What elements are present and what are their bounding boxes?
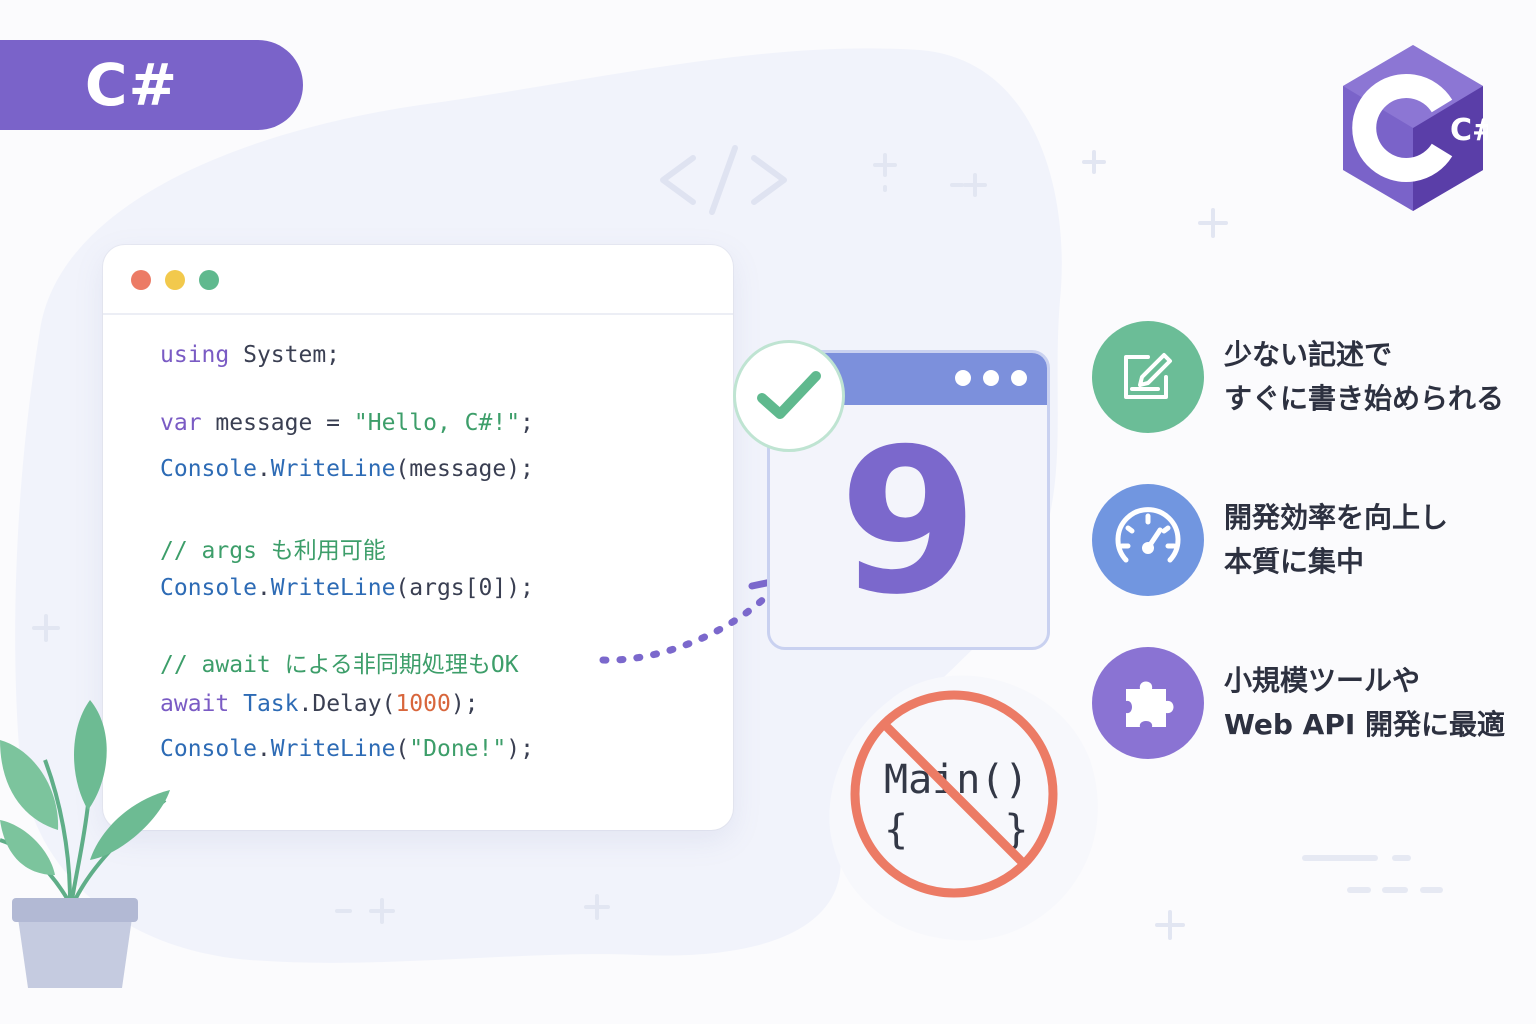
check-icon bbox=[757, 371, 821, 419]
feature-line: Web API 開発に最適 bbox=[1224, 708, 1506, 741]
code-text: . bbox=[256, 456, 271, 482]
code-keyword: var bbox=[160, 410, 202, 436]
window-dot bbox=[955, 370, 971, 386]
code-number: 1000 bbox=[395, 691, 451, 717]
main-method-code: Main(){ } bbox=[884, 755, 1029, 855]
code-keyword: using bbox=[160, 342, 230, 368]
code-class: Console bbox=[160, 575, 257, 601]
code-text: .Delay( bbox=[298, 691, 396, 717]
code-comment: // args も利用可能 bbox=[160, 538, 386, 564]
feature-item: 小規模ツールや Web API 開発に最適 bbox=[1092, 647, 1505, 759]
feature-icon-circle bbox=[1092, 484, 1204, 596]
code-line: await Task.Delay(1000); bbox=[160, 691, 479, 717]
minimize-dot bbox=[165, 270, 185, 290]
code-divider bbox=[103, 313, 733, 315]
check-badge bbox=[733, 340, 845, 452]
feature-icon-circle bbox=[1092, 647, 1204, 759]
plant-icon bbox=[0, 700, 170, 988]
code-text: . bbox=[256, 575, 271, 601]
logo-label: C# bbox=[1450, 113, 1488, 148]
code-string: "Hello, C#!" bbox=[353, 410, 521, 436]
puzzle-icon bbox=[1126, 681, 1174, 727]
feature-icon-circle bbox=[1092, 321, 1204, 433]
code-method: WriteLine bbox=[270, 456, 396, 482]
language-tag: C# bbox=[0, 40, 303, 130]
window-dot bbox=[983, 370, 999, 386]
edit-icon bbox=[1124, 353, 1172, 399]
code-text: System; bbox=[229, 342, 341, 368]
code-text: (message); bbox=[395, 456, 534, 482]
feature-line: 小規模ツールや bbox=[1224, 664, 1421, 697]
code-class: Console bbox=[160, 456, 257, 482]
feature-line: 本質に集中 bbox=[1224, 545, 1365, 578]
feature-item: 少ない記述で すぐに書き始められる bbox=[1092, 321, 1504, 433]
code-line: Console.WriteLine(args[0]); bbox=[160, 575, 534, 601]
code-line: var message = "Hello, C#!"; bbox=[160, 410, 534, 436]
feature-text: 少ない記述で すぐに書き始められる bbox=[1224, 333, 1504, 421]
feature-text: 開発効率を向上し 本質に集中 bbox=[1224, 496, 1448, 584]
code-class: Task bbox=[243, 691, 299, 717]
code-text: message = bbox=[201, 410, 354, 436]
speedometer-icon bbox=[1115, 507, 1181, 563]
feature-item: 開発効率を向上し 本質に集中 bbox=[1092, 484, 1448, 596]
code-line: using System; bbox=[160, 342, 340, 368]
window-dot bbox=[1011, 370, 1027, 386]
code-keyword: await bbox=[160, 691, 230, 717]
code-text: (args[0]); bbox=[395, 575, 534, 601]
code-comment: // await による非同期処理もOK bbox=[160, 652, 519, 678]
feature-line: すぐに書き始められる bbox=[1224, 382, 1505, 415]
csharp-logo-icon: C# bbox=[1343, 45, 1488, 211]
code-text: ( bbox=[395, 736, 410, 762]
feature-text: 小規模ツールや Web API 開発に最適 bbox=[1224, 659, 1505, 747]
code-window: using System; var message = "Hello, C#!"… bbox=[103, 245, 733, 830]
code-line: Console.WriteLine(message); bbox=[160, 456, 534, 482]
feature-line: 開発効率を向上し bbox=[1224, 501, 1449, 534]
code-method: WriteLine bbox=[270, 736, 396, 762]
code-line: Console.WriteLine("Done!"); bbox=[160, 736, 534, 762]
maximize-dot bbox=[199, 270, 219, 290]
code-class: Console bbox=[160, 736, 257, 762]
code-text: . bbox=[256, 736, 271, 762]
prohibited-icon bbox=[850, 690, 1058, 898]
code-text: ); bbox=[450, 691, 479, 717]
window-controls bbox=[131, 270, 219, 290]
code-text: ; bbox=[520, 410, 534, 436]
code-string: "Done!" bbox=[409, 736, 507, 762]
code-text: ); bbox=[506, 736, 534, 762]
output-number: 9 bbox=[838, 406, 979, 639]
language-tag-label: C# bbox=[84, 51, 179, 119]
code-method: WriteLine bbox=[270, 575, 396, 601]
feature-line: 少ない記述で bbox=[1224, 338, 1393, 371]
window-controls bbox=[955, 370, 1027, 386]
close-dot bbox=[131, 270, 151, 290]
